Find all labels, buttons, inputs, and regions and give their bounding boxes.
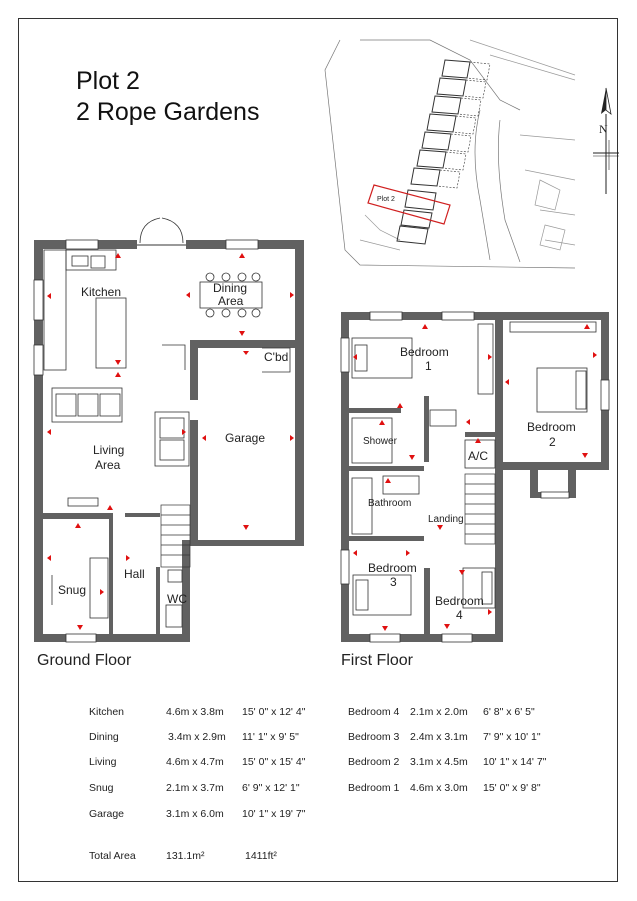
schedule-room: Snug xyxy=(89,782,114,794)
total-area-metric: 131.1m² xyxy=(166,850,205,862)
schedule-imperial: 15' 0" x 15' 4" xyxy=(242,756,306,768)
schedule-imperial: 11' 1" x 9' 5" xyxy=(242,731,299,743)
schedule-room: Bedroom 1 xyxy=(348,782,400,794)
room-landing: Landing xyxy=(428,514,464,525)
room-garage: Garage xyxy=(225,431,265,445)
schedule-metric: 4.6m x 4.7m xyxy=(166,756,224,768)
room-snug: Snug xyxy=(58,583,86,597)
schedule-imperial: 15' 0" x 12' 4" xyxy=(242,706,306,718)
room-bedroom2-line2: 2 xyxy=(549,435,556,449)
first-floor-label: First Floor xyxy=(341,652,413,669)
room-dining-line2: Area xyxy=(218,294,244,308)
schedule-metric: 2.1m x 3.7m xyxy=(166,782,224,794)
room-bedroom4-line1: Bedroom xyxy=(435,594,484,608)
schedule-room: Bedroom 3 xyxy=(348,731,400,743)
total-area-imperial: 1411ft² xyxy=(245,850,277,862)
schedule-imperial: 6' 9" x 12' 1" xyxy=(242,782,300,794)
room-bedroom3-line2: 3 xyxy=(390,575,397,589)
north-arrow-icon xyxy=(593,87,619,194)
schedule-room: Garage xyxy=(89,808,125,820)
schedule-metric: 2.4m x 3.1m xyxy=(410,731,468,743)
room-wc: WC xyxy=(167,592,187,606)
room-bedroom1-line2: 1 xyxy=(425,359,432,373)
first-floor-plan xyxy=(340,311,610,643)
schedule-imperial: 10' 1" x 19' 7" xyxy=(242,808,306,820)
room-ac: A/C xyxy=(468,449,488,463)
schedule-imperial: 7' 9" x 10' 1" xyxy=(483,731,541,743)
address-title: 2 Rope Gardens xyxy=(76,98,260,126)
site-plot-label: Plot 2 xyxy=(377,196,395,203)
room-bedroom4-line2: 4 xyxy=(456,608,463,622)
room-dining-line1: Dining xyxy=(213,281,247,295)
ground-floor-label: Ground Floor xyxy=(37,652,132,669)
schedule-metric: 4.6m x 3.0m xyxy=(410,782,468,794)
room-shower: Shower xyxy=(363,436,398,447)
schedule-metric: 4.6m x 3.8m xyxy=(166,706,224,718)
total-area-label: Total Area xyxy=(89,850,136,862)
room-bedroom3-line1: Bedroom xyxy=(368,561,417,575)
room-bathroom: Bathroom xyxy=(368,498,411,509)
north-label: N xyxy=(599,122,608,136)
site-plan xyxy=(324,39,576,269)
schedule-metric: 2.1m x 2.0m xyxy=(410,706,468,718)
ground-floor-plan xyxy=(33,217,304,643)
room-hall: Hall xyxy=(124,567,145,581)
schedule-metric: 3.4m x 2.9m xyxy=(168,731,226,743)
room-bedroom2-line1: Bedroom xyxy=(527,420,576,434)
schedule-metric: 3.1m x 6.0m xyxy=(166,808,224,820)
schedule-room: Bedroom 2 xyxy=(348,756,400,768)
schedule-imperial: 15' 0" x 9' 8" xyxy=(483,782,541,794)
plot-2-outline xyxy=(367,184,451,225)
schedule-room: Dining xyxy=(89,731,119,743)
room-kitchen: Kitchen xyxy=(81,285,121,299)
room-living-line1: Living xyxy=(93,443,124,457)
room-cbd: C'bd xyxy=(264,350,288,364)
room-living-line2: Area xyxy=(95,458,121,472)
plot-title: Plot 2 xyxy=(76,67,140,95)
room-bedroom1-line1: Bedroom xyxy=(400,345,449,359)
schedule-metric: 3.1m x 4.5m xyxy=(410,756,468,768)
schedule-room: Bedroom 4 xyxy=(348,706,400,718)
schedule-room: Living xyxy=(89,756,117,768)
schedule-imperial: 6' 8" x 6' 5" xyxy=(483,706,535,718)
schedule-room: Kitchen xyxy=(89,706,125,718)
page-frame xyxy=(18,18,618,882)
schedule-imperial: 10' 1" x 14' 7" xyxy=(483,756,547,768)
